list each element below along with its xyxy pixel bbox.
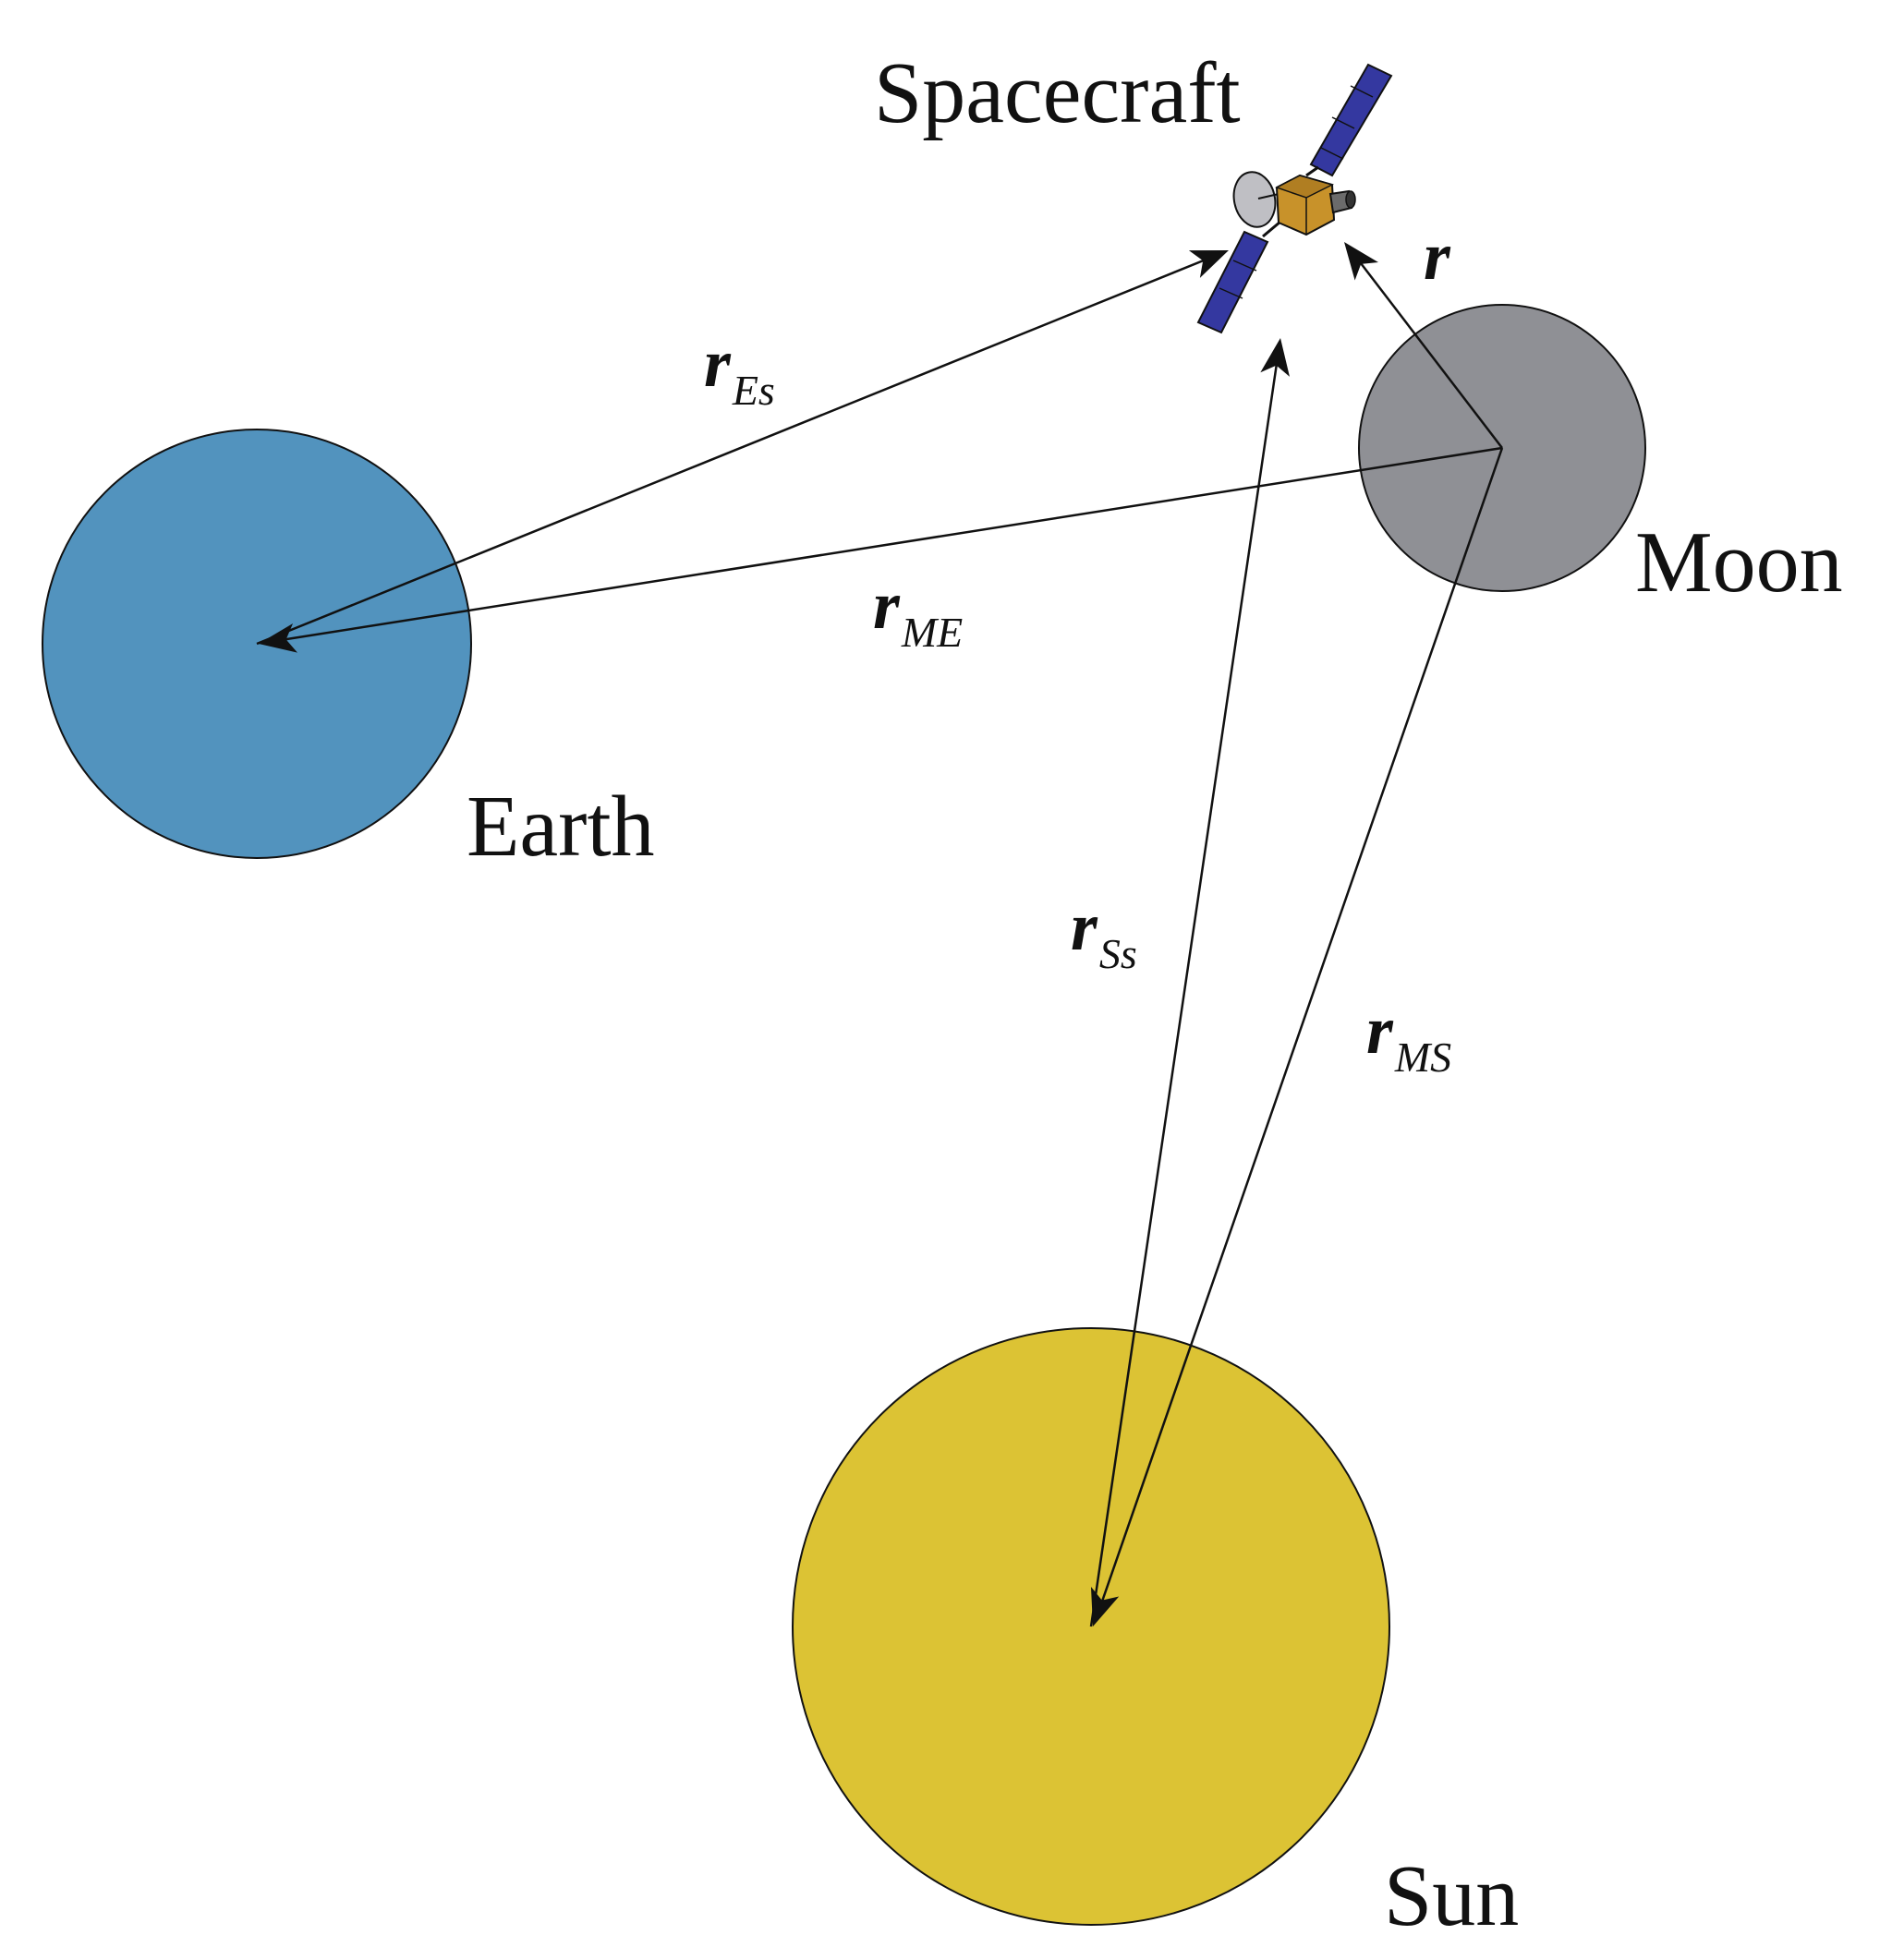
- moon-label: Moon: [1635, 514, 1843, 611]
- vector-r-main: r: [1424, 219, 1451, 295]
- vector-r-Es-main: r: [704, 326, 732, 402]
- vector-r-Es-sub: Es: [732, 367, 775, 414]
- vector-r-ME-line: [262, 446, 1503, 645]
- vector-r-label: r: [1424, 219, 1451, 295]
- lower-solar-panel: [1196, 230, 1269, 334]
- vector-r-MS-sub: MS: [1394, 1034, 1451, 1081]
- vector-r-ME-main: r: [873, 568, 901, 644]
- vector-r-Es-line: [256, 250, 1225, 646]
- vector-r-Ss-label: rSs: [1071, 889, 1137, 977]
- earth-label: Earth: [467, 779, 655, 875]
- vector-r-Es-label: rEs: [704, 326, 775, 414]
- vector-r-Ss-arrowhead: [1260, 335, 1295, 377]
- upper-solar-panel: [1309, 63, 1393, 177]
- spacecraft-label: Spacecraft: [874, 45, 1241, 141]
- vector-r-ME-label: rME: [873, 568, 963, 656]
- sun-label: Sun: [1384, 1848, 1519, 1944]
- vector-r-arrowhead: [1332, 233, 1379, 281]
- vector-r-Ss-line: [1089, 344, 1281, 1627]
- vector-r-Ss-main: r: [1071, 889, 1098, 965]
- vector-r-line: [1348, 247, 1503, 449]
- vector-r-MS-line: [1094, 447, 1504, 1621]
- spacecraft-icon: [1196, 63, 1393, 334]
- vector-r-MS-main: r: [1366, 993, 1394, 1069]
- vector-r-Ss-sub: Ss: [1099, 930, 1137, 977]
- vector-r-MS-label: rMS: [1366, 993, 1451, 1081]
- vector-r-ME-sub: ME: [901, 609, 963, 656]
- antenna-dish: [1232, 171, 1277, 228]
